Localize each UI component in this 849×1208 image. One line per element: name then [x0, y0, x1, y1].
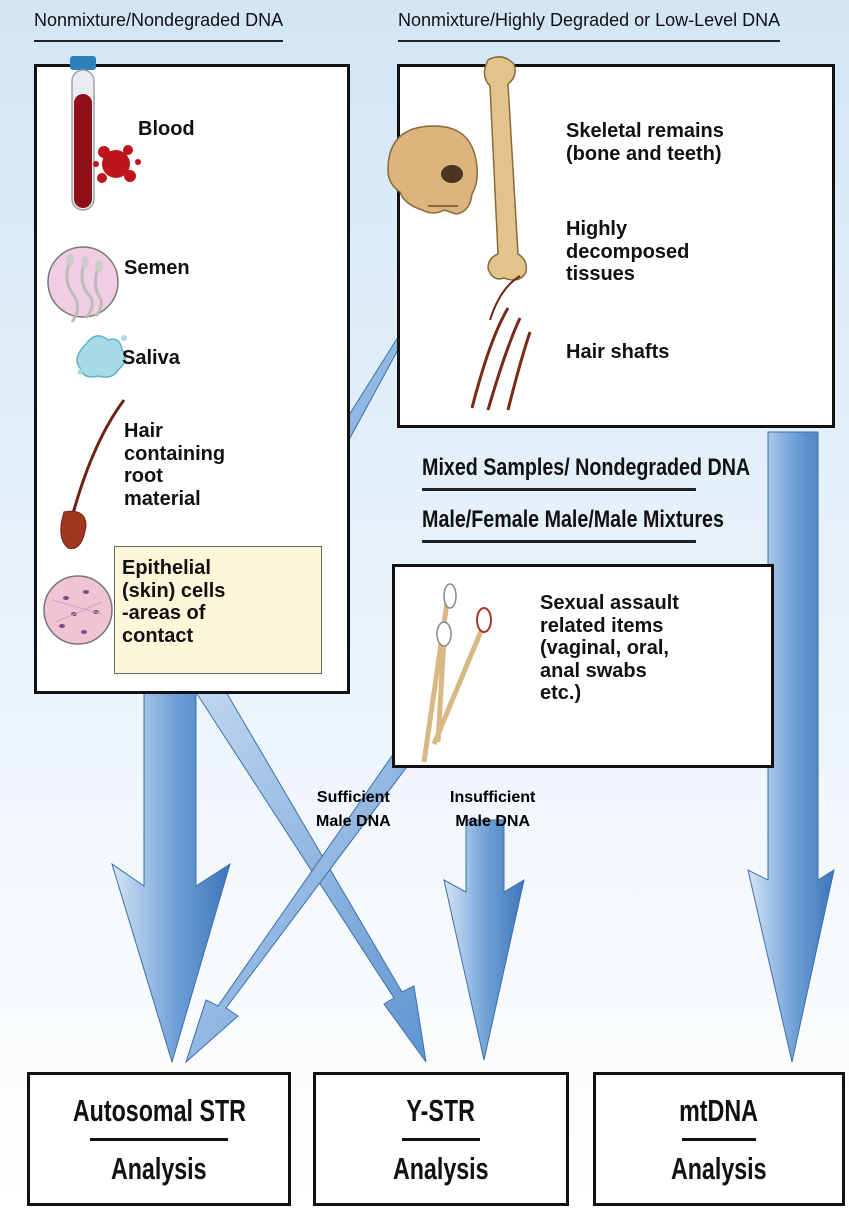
mtdna-title: mtDNA: [680, 1093, 759, 1129]
blood-label: Blood: [138, 118, 195, 141]
blood-tube-icon: [70, 56, 96, 210]
autosomal-str-divider: [90, 1138, 228, 1141]
blood-splatter-icon: [93, 145, 141, 183]
skin-cells-icon: [44, 576, 112, 644]
mixed-title: Mixed Samples/ Nondegraded DNA: [422, 454, 696, 491]
mixture-types-title: Male/Female Male/Male Mixtures: [422, 506, 696, 543]
decomposed-label: Highly decomposed tissues: [566, 218, 689, 286]
skeletal-label: Skeletal remains (bone and teeth): [566, 120, 724, 165]
hair-root-icon: [61, 400, 124, 549]
autosomal-str-subtitle: Analysis: [111, 1151, 207, 1187]
y-str-subtitle: Analysis: [393, 1151, 489, 1187]
swabs-icon: [424, 584, 491, 762]
saliva-icon: [77, 335, 127, 377]
autosomal-str-title: Autosomal STR: [72, 1093, 245, 1129]
y-str-divider: [402, 1138, 480, 1141]
autosomal-str-box: Autosomal STR Analysis: [27, 1072, 291, 1206]
saliva-label: Saliva: [122, 347, 180, 370]
mtdna-subtitle: Analysis: [671, 1151, 767, 1187]
sexual-assault-label: Sexual assault related items (vaginal, o…: [540, 592, 679, 705]
insufficient-male-dna-label: Insufficient Male DNA: [450, 786, 535, 834]
mtdna-box: mtDNA Analysis: [593, 1072, 845, 1206]
hair-shafts-label: Hair shafts: [566, 341, 669, 364]
semen-label: Semen: [124, 257, 190, 280]
mtdna-divider: [682, 1138, 756, 1141]
epithelial-label: Epithelial (skin) cells -areas of contac…: [122, 557, 225, 647]
hair-root-label: Hair containing root material: [124, 420, 225, 510]
semen-icon: [48, 247, 118, 322]
femur-bone-icon: [484, 57, 526, 280]
y-str-title: Y-STR: [407, 1093, 475, 1129]
sufficient-male-dna-label: Sufficient Male DNA: [316, 786, 391, 834]
hair-shafts-icon: [472, 308, 530, 410]
skull-icon: [388, 126, 477, 214]
y-str-box: Y-STR Analysis: [313, 1072, 569, 1206]
